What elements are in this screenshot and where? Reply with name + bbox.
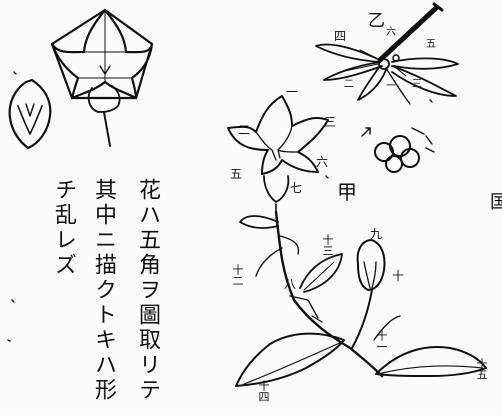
caption-column-1: 花ハ五角ヲ圖取リテ — [135, 178, 160, 403]
caption-column-3: チ乱レズ — [51, 178, 76, 278]
label-d-san: 三 — [412, 79, 422, 90]
otsu-flower — [315, 2, 459, 105]
label-kou: 甲 — [337, 180, 357, 204]
label-7: 七 — [290, 181, 303, 195]
label-15: 十五 — [475, 358, 488, 380]
label-9: 九 — [370, 227, 383, 241]
label-12: 十二 — [231, 264, 244, 286]
label-13: 十三 — [321, 234, 334, 256]
label-8: 八 — [284, 277, 297, 291]
label-11: 十一 — [375, 330, 388, 352]
label-d-go: 五 — [426, 39, 436, 50]
caption-column-2: 其中ニ描クトキハ形 — [91, 178, 116, 403]
label-d-ni: 二 — [344, 79, 354, 90]
label-10: 十 — [392, 269, 405, 283]
label-otsu: 乙 — [368, 11, 385, 31]
specks — [7, 71, 433, 342]
label-14: 十四 — [257, 380, 270, 402]
bud-figure — [8, 78, 52, 150]
label-d-roku: 六 — [386, 27, 396, 38]
label-3: 三 — [324, 115, 337, 129]
label-6: 六 — [316, 155, 329, 169]
label-2: 二 — [238, 123, 251, 137]
stamen-detail — [361, 127, 435, 173]
stem-and-leaves — [235, 210, 487, 387]
edge-glyph: 国 — [490, 192, 502, 213]
pentagon-diagram — [50, 8, 154, 147]
label-1: 一 — [286, 85, 299, 99]
main-flower — [227, 95, 329, 213]
label-d-yon: 四 — [334, 29, 347, 43]
label-d-ichi: 一 — [386, 81, 396, 92]
label-5: 五 — [230, 167, 243, 181]
